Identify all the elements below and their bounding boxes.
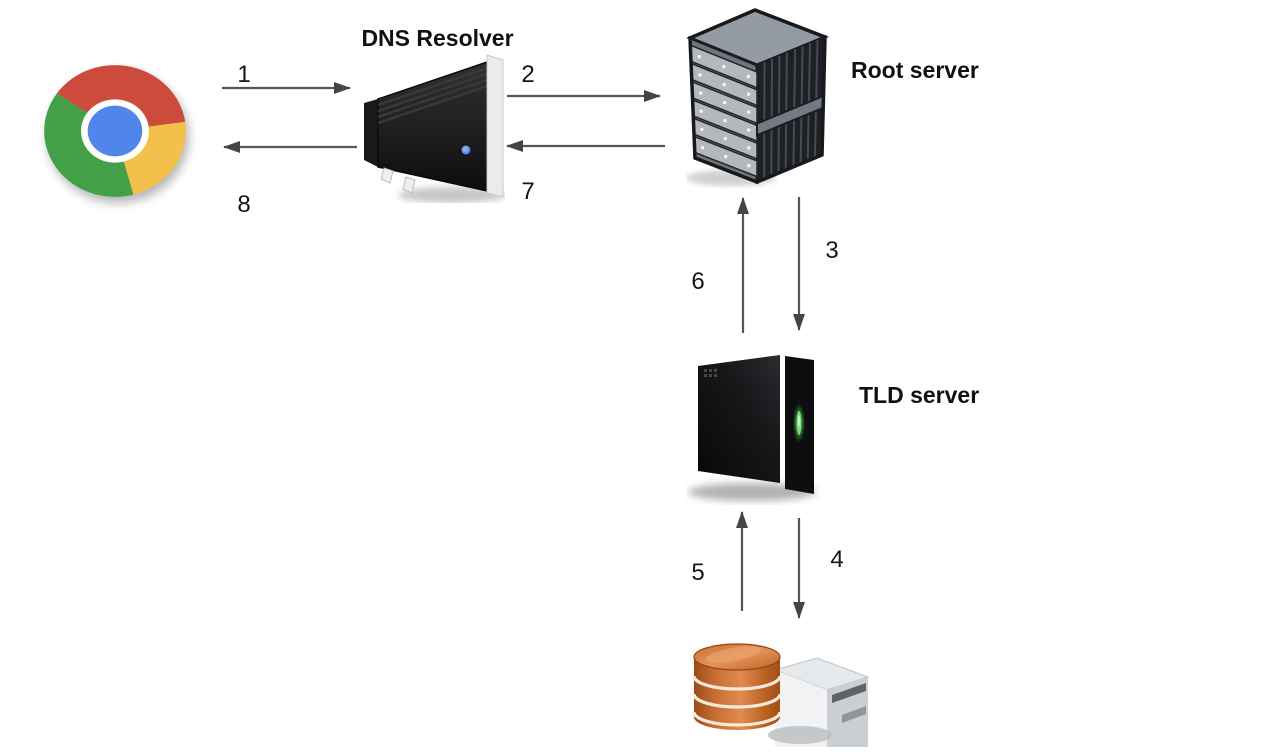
root-server-label-wrap: Root server: [851, 57, 979, 84]
dns-resolver-server-icon: [360, 46, 505, 203]
tld-server-icon: [686, 345, 828, 505]
root-server-rack-icon: [686, 6, 830, 188]
dns-resolver-label: DNS Resolver: [361, 25, 513, 52]
node-dns-resolver: [360, 46, 505, 203]
arrow-7-number-label: 7: [521, 178, 534, 206]
chrome-browser-icon: [30, 52, 200, 210]
server-box: [768, 658, 868, 747]
arrow-8-number-label: 8: [237, 191, 250, 219]
node-tld-server: [686, 345, 828, 505]
arrow-4-number-label: 4: [830, 546, 843, 574]
arrow-6-number-label: 6: [691, 268, 704, 296]
node-database-server: [682, 627, 872, 731]
tld-server-label-wrap: TLD server: [859, 382, 979, 409]
dns-resolver-label-wrap: DNS Resolver: [330, 25, 545, 52]
arrow-3-number-label: 3: [825, 237, 838, 265]
node-root-server: [686, 6, 830, 188]
dns-resolution-diagram: { "diagram": { "nodes": { "browser": { "…: [0, 0, 1280, 731]
tld-server-label: TLD server: [859, 382, 979, 408]
power-led-icon: [462, 146, 471, 155]
root-server-label: Root server: [851, 57, 979, 83]
database-server-icon: [682, 627, 872, 747]
arrow-2-number-label: 2: [521, 61, 534, 89]
arrow-5-number-label: 5: [691, 559, 704, 587]
database-cylinders: [694, 643, 780, 730]
arrow-1-number-label: 1: [237, 61, 250, 89]
node-chrome-browser: [30, 52, 200, 210]
